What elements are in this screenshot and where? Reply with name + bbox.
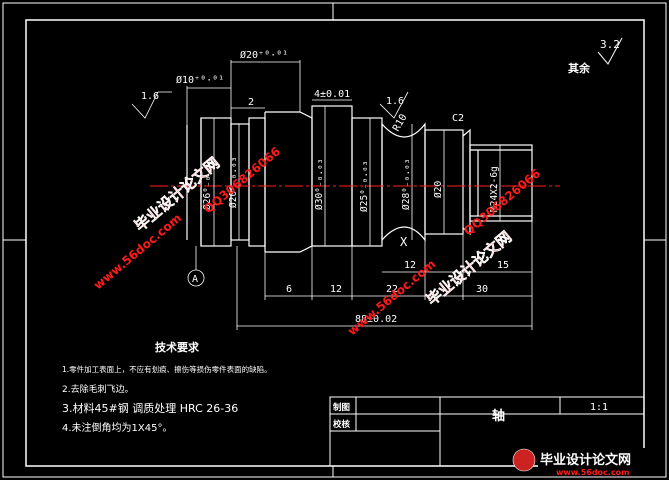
dim-d20-right: Ø20 [433, 181, 444, 198]
dim-len-4: 4±0.01 [314, 89, 350, 100]
dim-len-22: 22 [386, 284, 398, 295]
dim-d10-top: Ø10⁺⁰·⁰¹ [176, 74, 224, 86]
dim-len-30: 30 [476, 284, 488, 295]
global-finish-note: 其余 [568, 61, 591, 75]
label-checked: 校核 [333, 419, 351, 430]
label-drawn: 制图 [333, 402, 350, 413]
dim-d25: Ø25⁰₋₀.₀₃ [359, 161, 370, 212]
top-dimensions [131, 60, 409, 125]
footer-site-text: www.56doc.com [556, 468, 629, 477]
dim-total: 88±0.02 [355, 314, 397, 325]
global-finish-value: 3.2 [600, 38, 620, 51]
scale-value: 1:1 [590, 402, 608, 413]
finish-left: 1.6 [141, 91, 159, 102]
dim-chamfer: C2 [452, 113, 464, 124]
dim-len-6: 6 [286, 284, 292, 295]
footer-brand: 毕业设计论文网 www.56doc.com [512, 448, 662, 477]
part-name: 轴 [492, 408, 505, 424]
dim-len-12a: 12 [404, 260, 416, 271]
dim-d20-top: Ø20⁺⁰·⁰¹ [240, 49, 288, 61]
dim-len-2: 2 [248, 97, 254, 108]
bottom-dimension-labels: 12 15 6 12 22 30 88±0.02 X A [192, 235, 509, 325]
diameter-dimension-lines [213, 106, 501, 246]
section-mark: X [400, 235, 408, 249]
title-block-text: 制图 校核 轴 1:1 [333, 402, 608, 430]
shaft-outline [186, 105, 533, 253]
watermark-qq-1: QQ306826066 [201, 144, 283, 216]
diameter-labels: Ø26⁰₋₀.₀₃ Ø20⁰₋₀.₀₃ Ø30⁰₋₀.₀₃ Ø25⁰₋₀.₀₃ … [202, 157, 500, 212]
datum-label: A [192, 274, 198, 285]
dim-len-15: 15 [497, 260, 509, 271]
tech-item-3: 3.材料45#钢 调质处理 HRC 26-36 [62, 401, 238, 415]
tech-item-2: 2.去除毛刺飞边。 [62, 383, 134, 395]
title-block [329, 396, 645, 467]
dim-d28: Ø28⁰₋₀.₀₃ [401, 159, 412, 210]
dim-d26: Ø26⁰₋₀.₀₃ [202, 159, 213, 210]
finish-mid: 1.6 [386, 96, 404, 107]
dim-len-12b: 12 [330, 284, 342, 295]
tech-heading: 技术要求 [155, 340, 200, 354]
dim-d20-mid: Ø20⁰₋₀.₀₃ [228, 157, 239, 208]
tech-item-1: 1.零件加工表面上，不应有划痕、擦伤等损伤零件表面的缺陷。 [62, 364, 272, 374]
dim-thread: M24X2-6g [489, 166, 500, 212]
footer-brand-text: 毕业设计论文网 [540, 452, 631, 468]
tech-item-4: 4.未注倒角均为1X45°。 [62, 421, 172, 434]
bottom-dimensions [187, 221, 533, 330]
dim-d30: Ø30⁰₋₀.₀₃ [314, 159, 325, 210]
watermark-qq-2: QQ306826066 [461, 166, 543, 238]
footer-logo-icon [512, 448, 536, 472]
tech-requirements: 技术要求 1.零件加工表面上，不应有划痕、擦伤等损伤零件表面的缺陷。 2.去除毛… [62, 340, 272, 434]
top-dimension-labels: Ø20⁺⁰·⁰¹ Ø10⁺⁰·⁰¹ 2 4±0.01 1.6 1.6 R10 C… [141, 49, 464, 134]
global-surface-finish: 3.2 其余 [568, 37, 623, 75]
dim-radius: R10 [391, 112, 410, 133]
